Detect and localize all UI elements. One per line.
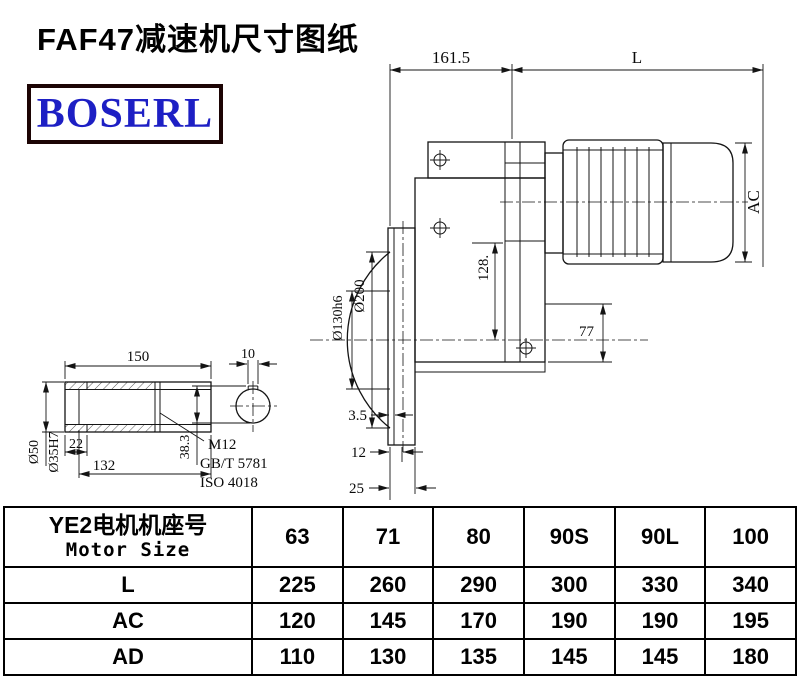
dim-128-group: 128. bbox=[472, 242, 503, 340]
value-cell: 195 bbox=[704, 602, 797, 640]
size-cell: 100 bbox=[704, 506, 797, 568]
brand-logo-text: BOSERL bbox=[36, 91, 214, 137]
dim-label-22: 22 bbox=[69, 437, 83, 452]
dim-label-dia35: Ø35H7 bbox=[47, 431, 62, 472]
flange-small-dims: 3.5 12 25 bbox=[348, 408, 436, 500]
dim-label-132: 132 bbox=[93, 458, 116, 474]
dim-label-10: 10 bbox=[241, 347, 255, 362]
value-cell: 330 bbox=[613, 566, 707, 604]
motor-label-en: Motor Size bbox=[65, 539, 191, 562]
motor-label-cn: YE2电机机座号 bbox=[48, 511, 208, 538]
table-header-row: YE2电机机座号 Motor Size 63 71 80 90S 90L 100 bbox=[3, 506, 797, 568]
dim-label-dia50: Ø50 bbox=[27, 440, 42, 464]
callout-std-gb: GB/T 5781 bbox=[200, 456, 268, 472]
dim-label-128: 128. bbox=[476, 255, 492, 281]
size-cell: 80 bbox=[432, 506, 525, 568]
centerlines bbox=[310, 201, 748, 341]
value-cell: 260 bbox=[341, 566, 435, 604]
row-label-cell: AD bbox=[3, 638, 253, 676]
table-row-AD: AD 110 130 135 145 145 180 bbox=[3, 638, 797, 676]
page-title: FAF47减速机尺寸图纸 bbox=[37, 22, 360, 57]
value-cell: 300 bbox=[522, 566, 616, 604]
dim-label-3-5: 3.5 bbox=[348, 408, 367, 424]
dim-label-AC: AC bbox=[744, 190, 763, 214]
ac-dimension-group: AC bbox=[735, 142, 763, 263]
brand-logo-box: BOSERL bbox=[27, 84, 223, 144]
value-cell: 170 bbox=[432, 602, 525, 640]
dim-label-dia130: Ø130h6 bbox=[331, 295, 346, 340]
value-cell: 135 bbox=[432, 638, 525, 676]
dim-label-12: 12 bbox=[351, 445, 366, 461]
dim-label-77: 77 bbox=[579, 324, 595, 340]
flange-diameter-dims: Ø200 Ø130h6 bbox=[331, 251, 390, 429]
technical-drawing: 161.5 L AC bbox=[27, 48, 764, 500]
row-label-cell: AC bbox=[3, 602, 253, 640]
table-row-L: L 225 260 290 300 330 340 bbox=[3, 566, 797, 604]
dim-label-161-5: 161.5 bbox=[432, 48, 470, 67]
value-cell: 190 bbox=[613, 602, 707, 640]
dim-label-150: 150 bbox=[127, 349, 150, 365]
size-cell: 90S bbox=[522, 506, 616, 568]
value-cell: 340 bbox=[704, 566, 797, 604]
callout-thread: M12 bbox=[208, 437, 236, 453]
value-cell: 110 bbox=[251, 638, 344, 676]
top-dimension-group: 161.5 L bbox=[389, 48, 764, 267]
shaft-dims: 150 22 132 Ø50 Ø35H7 bbox=[27, 349, 212, 478]
value-cell: 190 bbox=[522, 602, 616, 640]
value-cell: 145 bbox=[341, 602, 435, 640]
bolt-symbols bbox=[430, 150, 536, 358]
dim-label-dia200: Ø200 bbox=[352, 279, 368, 312]
value-cell: 290 bbox=[432, 566, 525, 604]
table-row-AC: AC 120 145 170 190 190 195 bbox=[3, 602, 797, 640]
value-cell: 130 bbox=[341, 638, 435, 676]
value-cell: 180 bbox=[704, 638, 797, 676]
value-cell: 225 bbox=[251, 566, 344, 604]
row-label-cell: L bbox=[3, 566, 253, 604]
dim-label-25: 25 bbox=[349, 481, 364, 497]
size-cell: 63 bbox=[251, 506, 344, 568]
dim-77-group: 77 bbox=[545, 303, 612, 363]
bolt-callout: M12 GB/T 5781 ISO 4018 bbox=[159, 412, 268, 491]
size-table: YE2电机机座号 Motor Size 63 71 80 90S 90L 100… bbox=[3, 506, 797, 676]
size-cell: 71 bbox=[341, 506, 435, 568]
value-cell: 120 bbox=[251, 602, 344, 640]
value-cell: 145 bbox=[613, 638, 707, 676]
dim-label-38-3: 38.3 bbox=[178, 435, 193, 460]
size-cell: 90L bbox=[613, 506, 707, 568]
motor-size-header-cell: YE2电机机座号 Motor Size bbox=[3, 506, 253, 568]
bore-section-view: 10 38.3 bbox=[178, 347, 277, 465]
dim-label-L: L bbox=[632, 48, 642, 67]
hollow-shaft-view bbox=[64, 381, 212, 433]
callout-std-iso: ISO 4018 bbox=[200, 475, 258, 491]
value-cell: 145 bbox=[522, 638, 616, 676]
